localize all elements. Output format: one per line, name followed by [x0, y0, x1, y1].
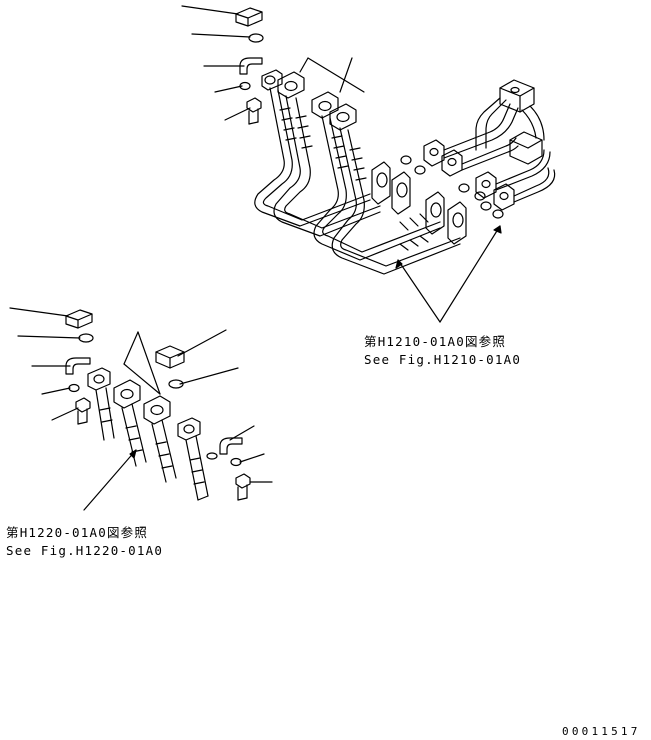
upper-ref-leaders: [395, 225, 502, 323]
reference-label-h1210-en: See Fig.H1210-01A0: [364, 352, 522, 367]
upper-flange-cap: [235, 7, 263, 27]
lower-ref-leader: [83, 449, 137, 511]
lower-split-flange-left: [65, 357, 91, 375]
upper-part-leaders: [181, 5, 365, 121]
lower-flange-cap-right: [155, 345, 185, 369]
lower-part-leaders: [9, 307, 273, 483]
lower-bolt-left: [75, 397, 91, 425]
upper-tube-assembly: [423, 79, 556, 211]
lower-split-flange-right: [219, 437, 243, 455]
lower-bolt-right: [235, 473, 251, 501]
reference-label-h1210-jp: 第H1210-01A0図参照: [364, 334, 507, 349]
lower-washer-right: [230, 457, 242, 467]
upper-washer: [239, 81, 251, 91]
lower-flange-cap-left: [65, 309, 93, 329]
reference-label-h1220-en: See Fig.H1220-01A0: [6, 543, 164, 558]
upper-split-flange: [239, 57, 263, 75]
upper-hoses: [254, 87, 461, 275]
reference-label-h1220-jp: 第H1220-01A0図参照: [6, 525, 149, 540]
lower-hoses: [87, 367, 218, 501]
upper-mid-flanges: [371, 155, 504, 245]
upper-bolt: [246, 97, 262, 125]
lower-o-ring-left: [78, 333, 94, 343]
document-number: 00011517: [562, 725, 641, 738]
lower-o-ring-right: [168, 379, 184, 389]
lower-washer-left: [68, 383, 80, 393]
upper-o-ring: [248, 33, 264, 43]
